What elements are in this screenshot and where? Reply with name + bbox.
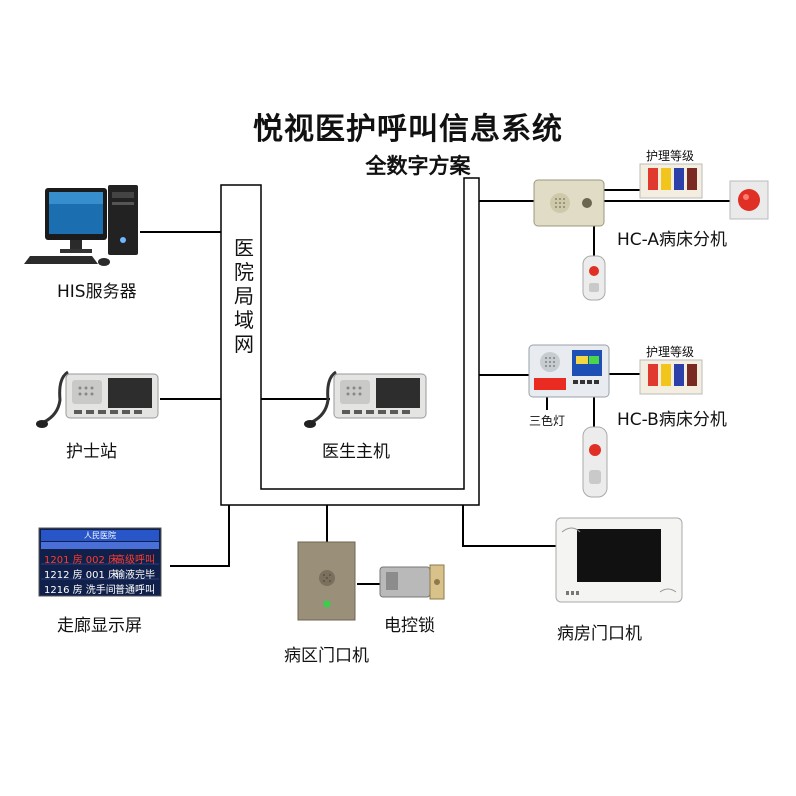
label-bed-unit-b: HC-B病床分机 — [617, 410, 727, 430]
label-nurse-station: 护士站 — [66, 442, 117, 462]
call-button-a-icon — [729, 180, 769, 220]
bed-unit-a-icon — [533, 179, 605, 227]
lan-bus — [220, 177, 480, 506]
connection-lines — [140, 189, 735, 585]
nursing-level-panel-a — [639, 163, 703, 199]
lan-label: 医院局域网 — [234, 236, 254, 356]
room-door-unit-icon — [555, 517, 683, 603]
label-nursing-level-a: 护理等级 — [646, 149, 695, 163]
display-row-3-right: 普通呼叫 — [115, 585, 155, 596]
ward-door-unit-icon — [297, 541, 356, 621]
label-doctor-host: 医生主机 — [322, 442, 390, 462]
display-row-2-right: 输液完毕 — [115, 570, 155, 581]
his-server-icon — [24, 185, 138, 266]
display-row-3-left: 1216 房 洗手间 — [44, 585, 116, 596]
label-tri-color-light: 三色灯 — [529, 414, 566, 428]
corridor-display-icon — [38, 527, 162, 597]
display-row-1-right: 高级呼叫 — [115, 555, 155, 566]
display-row-1-left: 1201 房 002 床 — [44, 555, 119, 566]
label-corridor-display: 走廊显示屏 — [57, 616, 142, 636]
label-ward-door-unit: 病区门口机 — [284, 646, 369, 666]
diagram-title: 悦视医护呼叫信息系统 — [253, 112, 563, 147]
label-electric-lock: 电控锁 — [384, 616, 435, 636]
electric-lock-icon — [379, 564, 445, 600]
handset-b-icon — [582, 426, 608, 498]
line-room-door — [462, 505, 556, 547]
line-display — [170, 505, 230, 567]
nurse-station-icon — [36, 370, 159, 428]
display-header: 人民医院 — [84, 531, 116, 540]
label-bed-unit-a: HC-A病床分机 — [617, 230, 728, 250]
nursing-level-panel-b — [639, 359, 703, 395]
display-row-2-left: 1212 房 001 床 — [44, 570, 119, 581]
label-room-door-unit: 病房门口机 — [557, 624, 642, 644]
bed-unit-b-icon — [528, 344, 610, 398]
lan-bus-outline — [220, 177, 480, 506]
label-his-server: HIS服务器 — [57, 282, 137, 302]
doctor-host-icon — [304, 370, 427, 428]
handset-a-icon — [582, 255, 606, 301]
label-nursing-level-b: 护理等级 — [646, 345, 695, 359]
diagram-subtitle: 全数字方案 — [365, 154, 471, 178]
